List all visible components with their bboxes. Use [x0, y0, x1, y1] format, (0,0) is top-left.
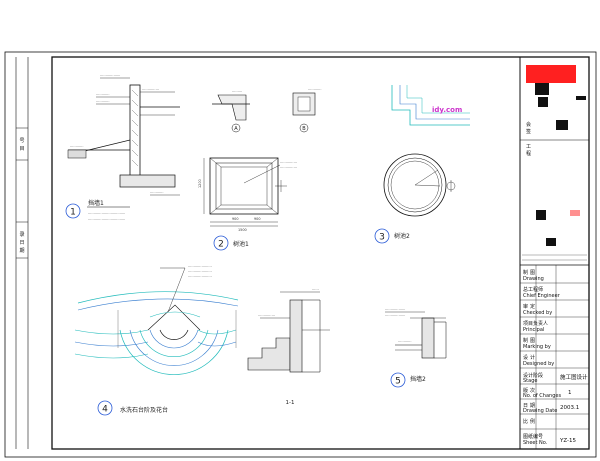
- detail-2-title: 树池1: [233, 240, 249, 248]
- detail-1-marker: [65, 203, 81, 219]
- tb-scale-label: 比: [523, 418, 528, 425]
- tb-scale-label: 例: [530, 418, 535, 425]
- detail-4-title: 水洗石台阶及花台: [120, 406, 168, 414]
- svg-text:……………: ……………: [280, 160, 297, 164]
- left-strip-char: 日: [19, 240, 24, 246]
- svg-text:…………: …………: [96, 92, 110, 96]
- detail-5-number: 5: [395, 377, 401, 387]
- svg-text:……………………………: ……………………………: [88, 211, 125, 215]
- tb-version-label: 次: [530, 387, 535, 394]
- svg-text:…………………: …………………: [188, 274, 212, 278]
- svg-text:…………: …………: [308, 87, 322, 91]
- svg-text:……………: ……………: [142, 87, 159, 91]
- tb-row-en: Chief Engineer: [523, 293, 561, 299]
- detail-2-dim: 900: [232, 217, 238, 221]
- tb-row-label: 图: [530, 270, 535, 276]
- tb-date-label: 期: [530, 403, 535, 409]
- redacted-company-logo: [526, 65, 576, 83]
- svg-text:…………………: …………………: [188, 264, 212, 268]
- detail-5-retaining-wall: ……………… ……………… …………: [385, 307, 447, 359]
- left-strip-char: 目: [19, 146, 24, 152]
- left-strip-char: 号: [19, 138, 24, 144]
- tb-version-label: 版: [523, 387, 528, 394]
- detail-3-title: 树池2: [394, 232, 410, 240]
- left-strip: 号 目 录 日 期: [15, 57, 29, 449]
- outer-border: [4, 51, 597, 458]
- svg-text:………: ………: [232, 89, 242, 93]
- tb-stage-en: Stage: [523, 378, 537, 384]
- tb-date-value: 2003.1: [560, 405, 579, 411]
- detail-4-steps-planter: ………………… ………………… …………………: [74, 264, 239, 375]
- svg-text:…………: …………: [150, 190, 164, 194]
- watermark-text: idy.com: [432, 106, 462, 114]
- tb-side-label: 程: [526, 150, 531, 157]
- section-b-label: B: [302, 126, 306, 132]
- detail-2-dim: 900: [254, 217, 260, 221]
- svg-text:………………: ………………: [385, 307, 405, 311]
- tb-stage-value: 施工图设计: [560, 373, 588, 381]
- tb-row-label: 图: [530, 338, 535, 344]
- tb-sheet-en: Sheet No.: [523, 440, 548, 446]
- svg-text:………………: ………………: [100, 73, 120, 77]
- svg-text:…………: …………: [398, 339, 412, 343]
- tb-date-en: Drawing Date: [523, 408, 557, 414]
- tb-version-en: No. of Changes: [523, 393, 561, 399]
- section-a-drawing: ………: [212, 89, 250, 121]
- detail-2-dim: 1500: [238, 228, 247, 232]
- detail-2-marker: [213, 235, 229, 251]
- svg-text:……………: ……………: [280, 165, 297, 169]
- svg-text:……………: ……………: [258, 313, 275, 317]
- svg-text:…………: …………: [70, 144, 84, 148]
- section-1-1-label: 1-1: [286, 400, 295, 406]
- detail-1-number: 1: [70, 208, 76, 218]
- detail-3-tree-pit: [383, 153, 456, 217]
- tb-stage-label: 设计阶段: [523, 372, 543, 379]
- tb-side-label: 会: [526, 121, 531, 128]
- section-b-drawing: …………: [292, 87, 322, 116]
- detail-4-number: 4: [102, 405, 108, 415]
- tb-row-en: Designed by: [523, 361, 554, 367]
- tb-version-value: 1: [568, 390, 572, 396]
- detail-2-tree-pit: …………… ……………: [203, 157, 297, 227]
- tb-side-label: 工: [526, 144, 531, 150]
- tb-row-en: Marking by: [523, 344, 551, 350]
- section-1-1-drawing: …………… ……: [247, 287, 330, 373]
- detail-1-title: 挡墙1: [88, 199, 104, 207]
- detail-1-retaining-wall: ……………… ………… ………… …………… ………… ………… ……………………: [67, 73, 180, 221]
- title-block: [519, 56, 590, 450]
- detail-4-marker: [97, 400, 113, 416]
- detail-5-marker: [390, 372, 406, 388]
- svg-text:……………………………: ……………………………: [88, 217, 125, 221]
- tb-row-en: Principal: [523, 327, 544, 333]
- detail-3-marker: [374, 228, 390, 244]
- detail-5-title: 挡墙2: [410, 375, 426, 383]
- tb-row-label: 项目负责人: [523, 320, 548, 327]
- tb-row-label: 制: [523, 337, 528, 344]
- section-a-label: A: [234, 126, 238, 132]
- tb-sheet-label: 图纸编号: [523, 433, 543, 440]
- tb-row-label: 审: [523, 303, 528, 310]
- svg-text:……: ……: [312, 287, 319, 291]
- tb-row-label: 制: [523, 269, 528, 276]
- detail-2-dim: 1200: [198, 179, 202, 188]
- left-strip-char: 录: [19, 231, 24, 238]
- svg-text:…………: …………: [96, 99, 110, 103]
- tb-row-en: Checked by: [523, 310, 552, 316]
- svg-text:…………………: …………………: [188, 269, 212, 273]
- tb-row-en: Drawing: [523, 276, 544, 282]
- svg-text:………………: ………………: [385, 313, 405, 317]
- detail-2-number: 2: [218, 240, 224, 250]
- plan-fragment: [391, 85, 470, 126]
- tb-row-label: 定: [530, 303, 535, 310]
- tb-row-label: 设: [523, 354, 528, 361]
- detail-3-number: 3: [379, 233, 385, 243]
- tb-row-label: 计: [530, 354, 535, 361]
- tb-row-label: 总工程师: [523, 286, 543, 293]
- tb-date-label: 日: [523, 403, 528, 409]
- tb-side-label: 签: [526, 128, 531, 135]
- tb-sheet-value: YZ-15: [559, 438, 577, 444]
- left-strip-char: 期: [19, 248, 24, 254]
